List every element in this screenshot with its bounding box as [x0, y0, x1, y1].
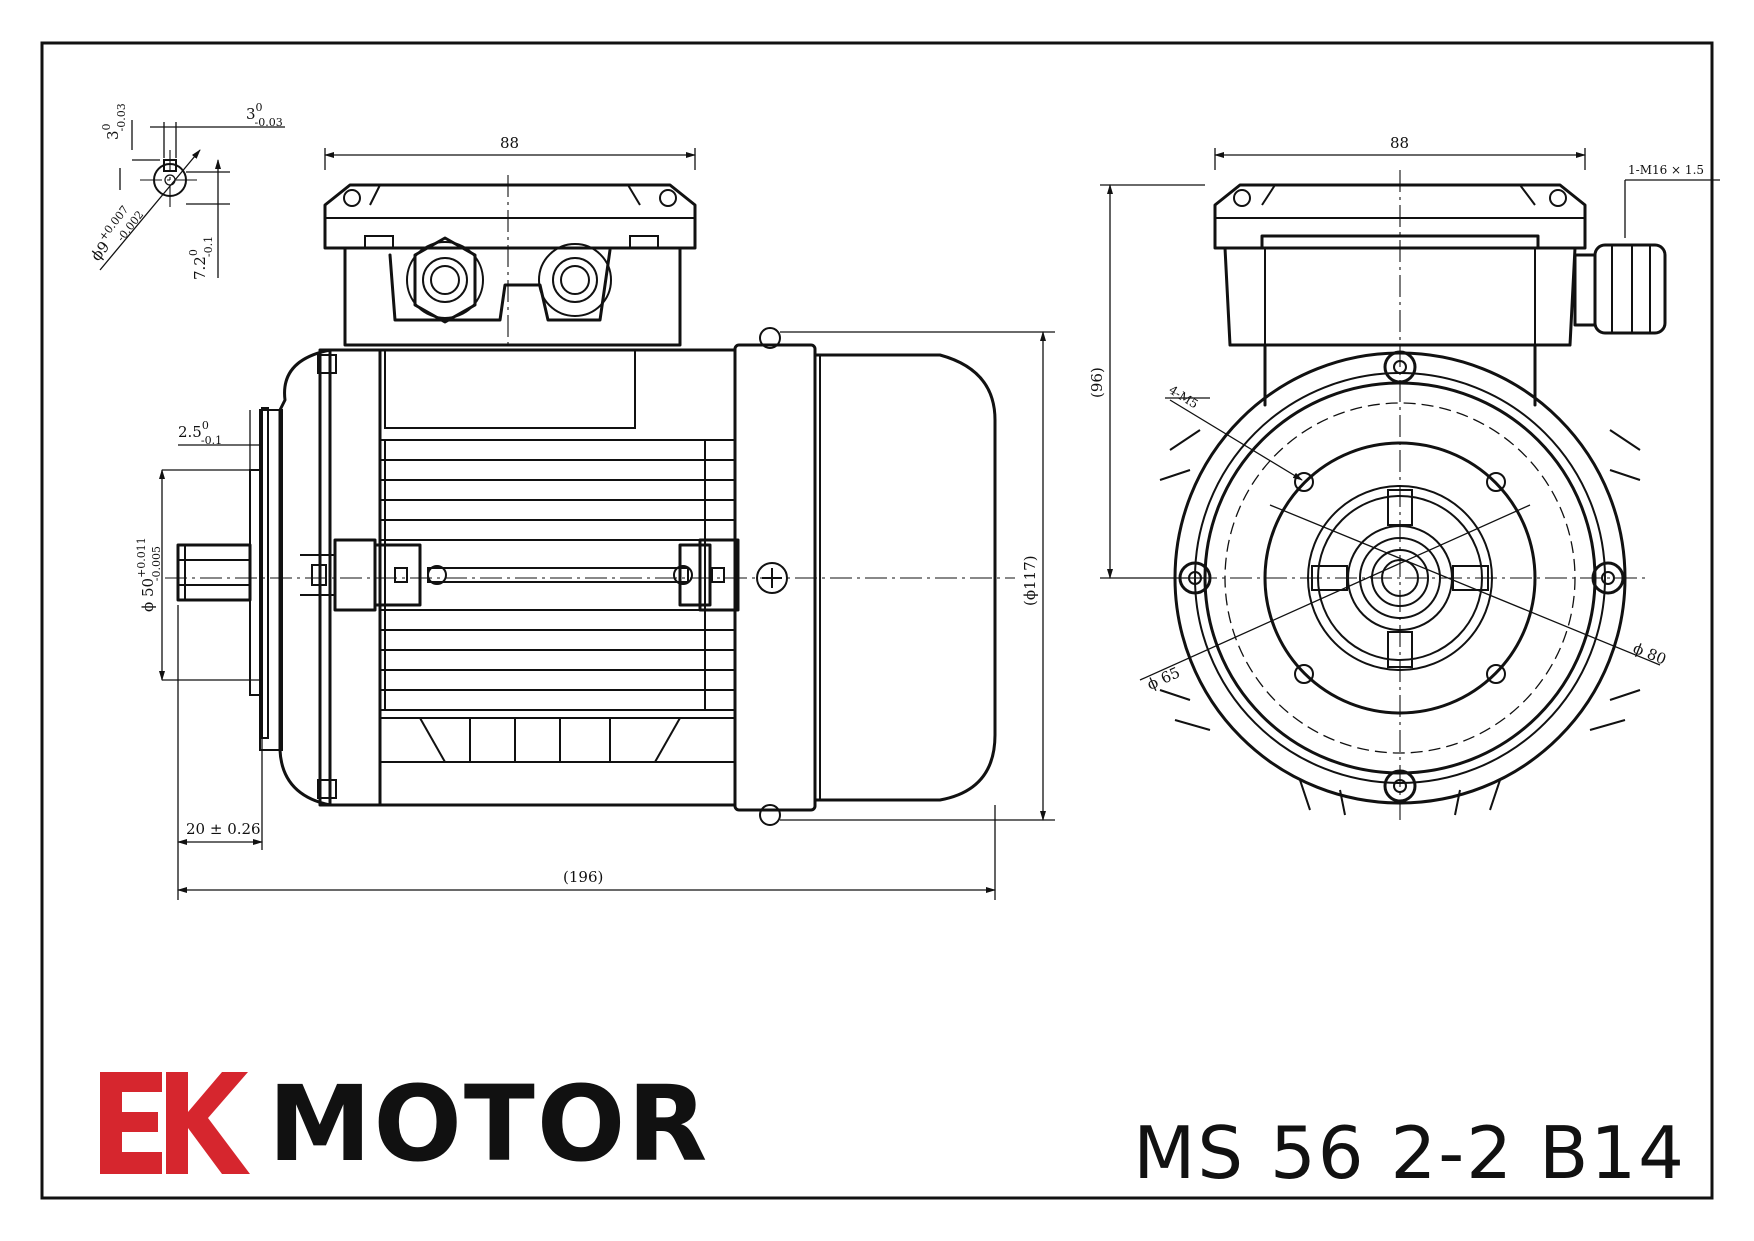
body-diameter-dim: (ϕ117) — [1021, 555, 1039, 606]
shaft-diameter-dim: ϕ9+0.007-0.002 — [84, 199, 147, 268]
spigot-diameter-front-dim: ϕ 65 — [1144, 663, 1182, 693]
spigot-depth-dim: 2.50-0.1 — [178, 419, 222, 447]
spigot-diameter-dim: ϕ 50+0.011-0.005 — [135, 537, 163, 612]
pcd-dim: ϕ 80 — [1631, 639, 1669, 668]
bottom-vents — [380, 717, 735, 763]
cooling-fins — [380, 439, 735, 711]
brand-logo: MOTOR — [100, 1063, 709, 1185]
front-fins — [1159, 429, 1641, 816]
shaft-key-detail: 30-0.03 30-0.03 7.20-0.1 ϕ9+0.007-0.002 — [84, 101, 285, 280]
ek-logo-mark — [100, 1072, 250, 1174]
key-height-dim: 30-0.03 — [100, 103, 128, 140]
shaft-length-dim: 20 ± 0.26 — [186, 820, 261, 838]
drawing-border — [40, 41, 1714, 1200]
brand-name: MOTOR — [268, 1063, 709, 1185]
front-view: 88 1-M16 × 1.5 (96) — [1088, 134, 1720, 820]
front-terminal-box-dim: 88 — [1390, 134, 1409, 152]
side-terminal-box-dim: 88 — [500, 134, 519, 152]
shaft-to-key-dim: 7.20-0.1 — [187, 236, 215, 280]
cable-gland-dim: 1-M16 × 1.5 — [1628, 163, 1704, 177]
center-height-dim: (96) — [1088, 367, 1106, 398]
overall-length-dim: (196) — [563, 868, 603, 886]
side-view: 88 — [135, 134, 1055, 900]
mounting-holes-dim: 4-M5 — [1166, 383, 1200, 412]
key-width-dim: 30-0.03 — [246, 101, 283, 129]
model-number: MS 56 2-2 B14 — [1133, 1111, 1686, 1195]
